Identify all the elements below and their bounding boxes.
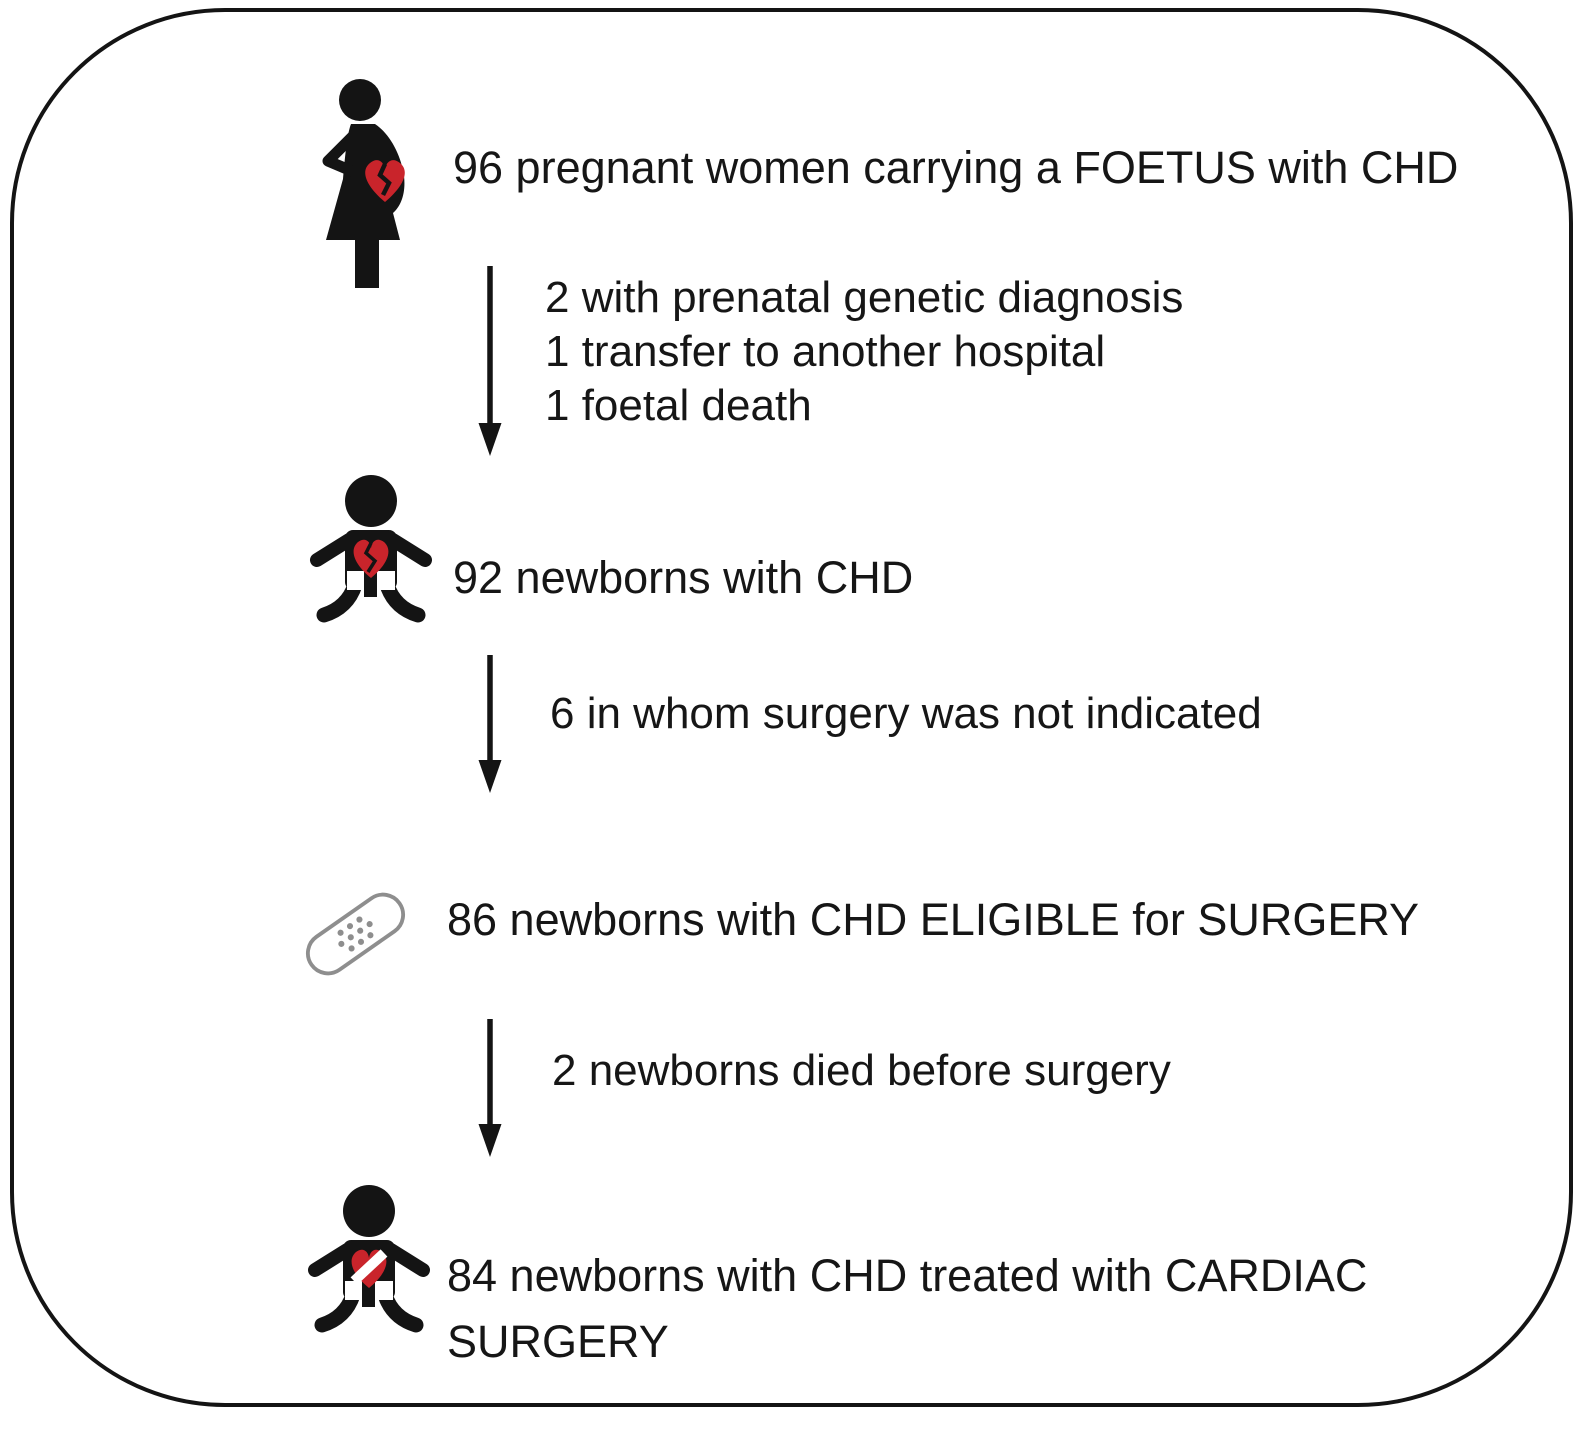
node-label-eligible-surgery: 86 newborns with CHD ELIGIBLE for SURGER… bbox=[447, 894, 1420, 945]
baby-broken-heart-icon bbox=[302, 473, 440, 623]
down-arrow-icon bbox=[475, 263, 505, 459]
down-arrow-icon bbox=[475, 652, 505, 796]
exclusion-item: 2 newborns died before surgery bbox=[552, 1046, 1171, 1095]
exclusion-item: 6 in whom surgery was not indicated bbox=[550, 689, 1262, 738]
exclusion-list-1: 2 with prenatal genetic diagnosis 1 tran… bbox=[545, 271, 1183, 433]
exclusion-item: 1 foetal death bbox=[545, 381, 812, 430]
exclusion-item: 1 transfer to another hospital bbox=[545, 327, 1106, 376]
down-arrow-icon bbox=[475, 1016, 505, 1160]
exclusion-item: 2 with prenatal genetic diagnosis bbox=[545, 273, 1184, 322]
figure-border bbox=[10, 8, 1573, 1407]
adhesive-bandage-icon bbox=[298, 884, 413, 984]
baby-patched-heart-icon bbox=[300, 1183, 438, 1333]
node-label-newborns-chd: 92 newborns with CHD bbox=[453, 552, 914, 603]
node-label-pregnant-women: 96 pregnant women carrying a FOETUS with… bbox=[453, 142, 1459, 193]
pregnant-woman-broken-heart-icon bbox=[300, 73, 432, 288]
node-label-treated-surgery: 84 newborns with CHD treated with CARDIA… bbox=[447, 1250, 1368, 1367]
